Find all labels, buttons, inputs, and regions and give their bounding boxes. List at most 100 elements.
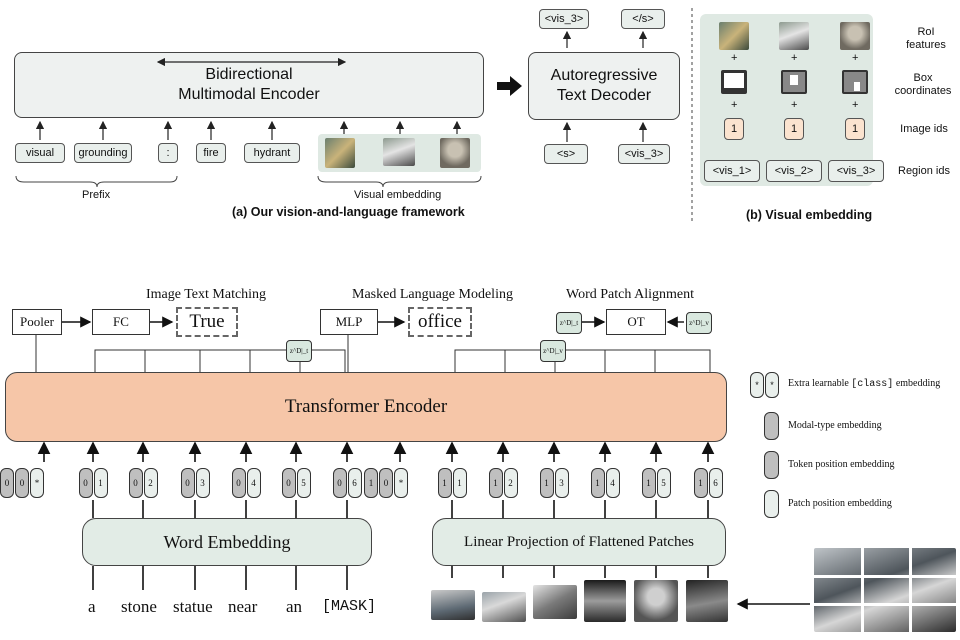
legend-token-pos: Token position embedding [788, 459, 895, 470]
token-capsule: 3 [195, 468, 210, 498]
token-capsule: 1 [590, 468, 605, 498]
token-capsule: 0 [281, 468, 296, 498]
source-image-grid [814, 548, 956, 632]
plus-2b: + [791, 99, 798, 111]
caption-a: (a) Our vision-and-language framework [232, 205, 465, 219]
encoder-label-2: Multimodal Encoder [178, 86, 320, 103]
token-capsule: 1 [539, 468, 554, 498]
token-capsule: 6 [708, 468, 723, 498]
legend-modal-icon [764, 412, 779, 440]
token-capsule: 5 [296, 468, 311, 498]
encoder-label-1: Bidirectional [205, 66, 293, 83]
decoder-label-1: Autoregressive [550, 67, 658, 84]
token-capsule: 1 [437, 468, 452, 498]
token-capsule: 0 [128, 468, 143, 498]
pooler-box: Pooler [12, 309, 62, 335]
token-capsule: 0 [379, 468, 393, 498]
word-4: an [286, 597, 303, 616]
box-coordinate-2 [781, 70, 807, 94]
prefix-token-colon: : [158, 143, 178, 163]
token-capsule: 3 [554, 468, 569, 498]
plus-1a: + [731, 52, 738, 64]
token-capsule: 5 [656, 468, 671, 498]
plus-2a: + [731, 99, 738, 111]
zv-tap-box: z^D|_v [540, 340, 566, 362]
token-capsule: 1 [693, 468, 708, 498]
transformer-encoder: Transformer Encoder [5, 372, 727, 442]
class-star-right: * [765, 372, 779, 398]
token-capsule: 2 [503, 468, 518, 498]
region-id-3: <vis_3> [828, 160, 884, 182]
linear-projection-label: Linear Projection of Flattened Patches [464, 533, 694, 550]
roi-feature-3 [840, 22, 870, 50]
zt-input-box: z^D|_t [556, 312, 582, 334]
token-capsule: 0 [15, 468, 29, 498]
box-coordinate-1 [721, 70, 747, 94]
patch-3 [533, 585, 577, 619]
plus-2c: + [852, 99, 859, 111]
decoder-input-bos: <s> [544, 144, 588, 164]
legend-class-code: [class] [851, 379, 894, 390]
decoder-output-eos: </s> [621, 9, 665, 29]
token-capsule: 1 [488, 468, 503, 498]
fc-box: FC [92, 309, 150, 335]
prefix-token-visual: visual [15, 143, 65, 163]
token-capsule: 0 [231, 468, 246, 498]
word-embedding-label: Word Embedding [163, 531, 291, 552]
label-image-ids: Image ids [900, 123, 948, 135]
word-1: stone [121, 597, 157, 616]
roi-feature-1 [719, 22, 749, 50]
plus-1b: + [791, 52, 798, 64]
legend-patch-pos: Patch position embedding [788, 498, 892, 509]
decoder-label-2: Text Decoder [556, 87, 652, 104]
patch-6 [686, 580, 728, 622]
legend-class: Extra learnable [class] embedding [788, 378, 940, 390]
linear-projection-box: Linear Projection of Flattened Patches [432, 518, 726, 566]
plus-1c: + [852, 52, 859, 64]
mlp-box: MLP [320, 309, 378, 335]
legend-class-prefix: Extra learnable [788, 378, 852, 389]
patch-1 [431, 590, 475, 620]
roi-thumbnail-3 [440, 138, 470, 168]
legend-class-suffix: embedding [893, 378, 941, 389]
roi-thumbnail-2 [383, 138, 415, 166]
zt-tap-box: z^D|_t [286, 340, 312, 362]
visual-embedding-label: Visual embedding [354, 189, 442, 201]
image-id-1: 1 [724, 118, 744, 140]
region-id-1: <vis_1> [704, 160, 760, 182]
token-capsule: 1 [364, 468, 378, 498]
mlm-title: Masked Language Modeling [352, 287, 513, 302]
label-box-coordinates: Box coordinates [894, 72, 952, 97]
token-capsule: 2 [143, 468, 158, 498]
roi-feature-2 [779, 22, 809, 50]
caption-b: (b) Visual embedding [746, 208, 873, 222]
prefix-token-fire: fire [196, 143, 226, 163]
wpa-title: Word Patch Alignment [566, 287, 694, 302]
patch-4 [584, 580, 626, 622]
token-capsule: 4 [246, 468, 261, 498]
token-capsule: 4 [605, 468, 620, 498]
label-roi-features: RoI features [906, 26, 946, 51]
token-capsule: 1 [452, 468, 467, 498]
roi-thumbnail-1 [325, 138, 355, 168]
image-id-2: 1 [784, 118, 804, 140]
word-embedding-box: Word Embedding [82, 518, 372, 566]
itm-title: Image Text Matching [146, 287, 267, 302]
image-id-3: 1 [845, 118, 865, 140]
token-capsule: 0 [180, 468, 195, 498]
prefix-token-grounding: grounding [74, 143, 132, 163]
box-coordinate-3 [842, 70, 868, 94]
word-3: near [228, 597, 258, 616]
token-capsule: 1 [93, 468, 108, 498]
patch-2 [482, 592, 526, 622]
mlm-output: office [408, 307, 472, 337]
legend-class-icon: * * [750, 372, 780, 398]
token-capsule: 0 [332, 468, 347, 498]
token-capsule: 6 [347, 468, 362, 498]
class-star-left: * [750, 372, 764, 398]
prefix-label: Prefix [82, 189, 111, 201]
decoder-input-vis3: <vis_3> [618, 144, 670, 164]
legend-modal: Modal-type embedding [788, 420, 882, 431]
